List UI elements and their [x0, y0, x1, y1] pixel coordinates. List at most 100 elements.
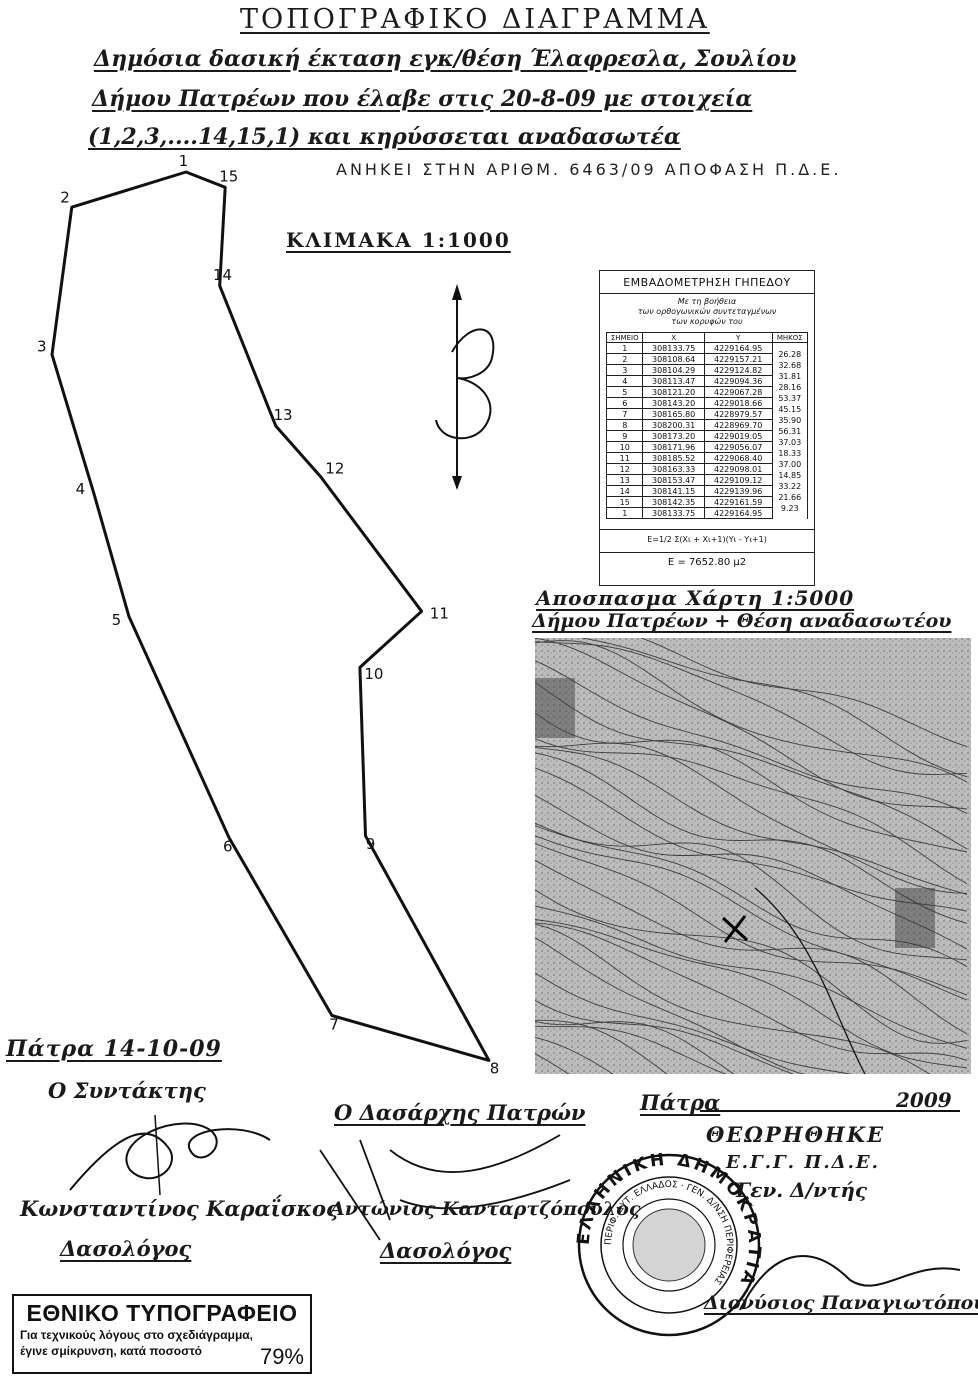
table-cell-pt: 9: [605, 430, 644, 442]
approval-department: Γεν. Δ/ντής: [736, 1178, 868, 1202]
table-cell-y: 4228969.70: [703, 419, 773, 431]
table-cell-y: 4229157.21: [703, 353, 773, 365]
approver-signature: [739, 1255, 961, 1311]
table-cell-x: 308108.64: [642, 353, 705, 365]
vertex-label: 7: [329, 1015, 339, 1033]
table-cell-x: 308133.75: [642, 507, 705, 519]
table-cell-pt: 1: [605, 507, 644, 519]
table-cell-len: 21.66: [771, 490, 809, 502]
table-cell-len: 26.28: [771, 347, 809, 359]
vertex-label: 11: [430, 605, 449, 623]
table-cell-x: 308142.35: [642, 496, 705, 508]
table-cell-y: 4229056.07: [703, 441, 773, 453]
vertex-label: 12: [325, 459, 344, 477]
table-subtitle-1: Με τη βοήθεια: [677, 297, 737, 306]
printer-note-1: Για τεχνικούς λόγους στο σχεδιάγραμμα,: [20, 1328, 254, 1342]
table-cell-len: [771, 512, 809, 524]
table-cell-y: 4229164.95: [703, 507, 773, 519]
forester-signature: [319, 1134, 571, 1241]
vertex-label: 1: [179, 152, 189, 170]
map-caption-1: Αποσπασμα Χάρτη 1:5000: [536, 586, 855, 610]
table-cell-y: 4229124.82: [703, 364, 773, 376]
table-cell-len: 37.00: [771, 457, 809, 469]
area-formula: E=1/2 Σ(Xι + Xι+1)(Yι - Yι+1): [600, 529, 814, 544]
table-cell-len: 56.31: [771, 424, 809, 436]
table-cell-x: 308200.31: [642, 419, 705, 431]
table-cell-y: 4229164.95: [703, 342, 773, 354]
approval-text: ΘΕΩΡΗΘΗΚΕ: [706, 1122, 886, 1147]
table-cell-len: 14.85: [771, 468, 809, 480]
plot-boundary: [50, 170, 491, 1062]
table-cell-len: 35.90: [771, 413, 809, 425]
table-cell-len: 45.15: [771, 402, 809, 414]
table-cell-len: 32.68: [771, 358, 809, 370]
table-cell-x: 308153.47: [642, 474, 705, 486]
forester-role: Ο Δασάρχης Πατρών: [334, 1100, 586, 1125]
vertex-label: 14: [213, 266, 232, 284]
reduction-percent: 79%: [259, 1344, 304, 1369]
vertex-label: 5: [112, 611, 122, 629]
table-cell-len: 31.81: [771, 369, 809, 381]
table-cell-pt: 14: [605, 485, 644, 497]
area-result: Ε = 7652.80 μ2: [600, 552, 814, 568]
approval-authority: Ε.Γ.Γ. Π.Δ.Ε.: [726, 1152, 880, 1173]
table-cell-y: 4229098.01: [703, 463, 773, 475]
table-cell-x: 308104.29: [642, 364, 705, 376]
header-x: Χ: [642, 332, 705, 343]
table-cell-x: 308171.96: [642, 441, 705, 453]
approval-year: 2009: [896, 1088, 952, 1112]
table-cell-pt: 1: [605, 342, 644, 354]
table-cell-len: 53.37: [771, 391, 809, 403]
author-title: Δασολόγος: [60, 1236, 192, 1261]
approval-year-line: [700, 1110, 960, 1112]
header-line-2: Δήμου Πατρέων που έλαβε στις 20-8-09 με …: [92, 86, 753, 112]
table-cell-y: 4228979.57: [703, 408, 773, 420]
decision-reference: ΑΝΗΚΕΙ ΣΤΗΝ ΑΡΙΘΜ. 6463/09 ΑΠΟΦΑΣΗ Π.Δ.Ε…: [336, 160, 842, 179]
table-cell-pt: 3: [605, 364, 644, 376]
table-cell-x: 308173.20: [642, 430, 705, 442]
forester-title: Δασολόγος: [380, 1238, 512, 1263]
table-cell-pt: 10: [605, 441, 644, 453]
header-line-1: Δημόσια δασική έκταση εγκ/θέση Έλαφρεσλα…: [94, 46, 797, 72]
author-signature: [69, 1114, 271, 1196]
table-cell-pt: 2: [605, 353, 644, 365]
approver-name: Διονύσιος Παναγιωτόπουλος: [704, 1292, 978, 1314]
header-line-3: (1,2,3,....14,15,1) και κηρύσσεται αναδα…: [88, 124, 681, 150]
author-role: Ο Συντάκτης: [48, 1078, 206, 1103]
table-cell-pt: 6: [605, 397, 644, 409]
table-cell-x: 308141.15: [642, 485, 705, 497]
table-cell-pt: 12: [605, 463, 644, 475]
table-cell-pt: 7: [605, 408, 644, 420]
table-cell-y: 4229019.05: [703, 430, 773, 442]
vertex-label: 10: [364, 665, 383, 683]
table-cell-len: 9.23: [771, 501, 809, 513]
table-cell-x: 308121.20: [642, 386, 705, 398]
table-cell-len: 37.03: [771, 435, 809, 447]
table-cell-x: 308163.33: [642, 463, 705, 475]
table-cell-y: 4229018.66: [703, 397, 773, 409]
table-subtitle-2: των ορθογωνικών συντεταγμένων: [637, 307, 777, 316]
table-cell-x: 308165.80: [642, 408, 705, 420]
header-y: Υ: [703, 332, 773, 343]
table-cell-x: 308185.52: [642, 452, 705, 464]
vertex-label: 9: [366, 835, 376, 853]
table-cell-y: 4229161.59: [703, 496, 773, 508]
topographic-map-excerpt: [535, 638, 971, 1074]
area-measurement-table: ΕΜΒΑΔΟΜΕΤΡΗΣΗ ΓΗΠΕΔΟΥ Με τη βοήθεια των …: [599, 270, 815, 586]
table-cell-len: 18.33: [771, 446, 809, 458]
table-cell-y: 4229068.40: [703, 452, 773, 464]
